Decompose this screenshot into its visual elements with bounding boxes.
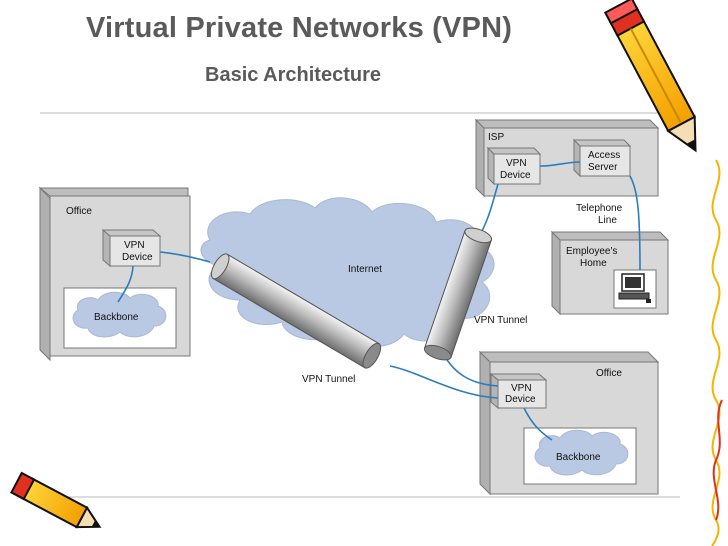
link-tunnel1-to-right-device [389, 365, 499, 399]
vpn-device-left-line2: Device [122, 252, 153, 263]
office-left-label: Office [66, 206, 92, 217]
link-right-device-to-backbone [523, 407, 553, 441]
vpn-device-left: VPN Device [101, 228, 162, 268]
access-server-line2: Server [588, 162, 618, 173]
vpn-tunnel-1-label: VPN Tunnel [302, 374, 355, 385]
vpn-tunnel-2-label: VPN Tunnel [474, 315, 527, 326]
squiggle-decoration-red [712, 399, 723, 521]
office-right-label: Office [596, 368, 622, 379]
employee-home: Employee's Home [550, 230, 670, 316]
vpn-device-right-line2: Device [505, 394, 536, 405]
vpn-tunnel-1 [210, 253, 382, 369]
isp-label: ISP [488, 132, 504, 143]
pencil-bottom-left-icon [10, 471, 102, 529]
backbone-right-label: Backbone [556, 452, 601, 463]
isp-box: ISP VPN Device Access Server [474, 118, 660, 198]
office-right: Office VPN Device Backbone [478, 350, 660, 496]
telephone-line-label-2: Line [598, 215, 617, 226]
backbone-left-label: Backbone [94, 312, 139, 323]
link-isp-device-to-access-server [539, 161, 581, 167]
backbone-left-cloud [72, 291, 167, 338]
access-server-line1: Access [588, 150, 620, 161]
vpn-device-isp: VPN Device [486, 146, 542, 186]
pencil-top-right-icon [603, 0, 697, 153]
home-label-1: Employee's [566, 246, 617, 257]
link-left-device-to-tunnel [159, 251, 211, 263]
squiggle-decoration [711, 159, 721, 546]
vpn-tunnel-2 [423, 227, 493, 361]
office-left: Office VPN Device Backbone [38, 186, 191, 362]
vpn-device-left-line1: VPN [124, 240, 145, 251]
access-server: Access Server [572, 138, 632, 178]
vpn-device-isp-line2: Device [500, 170, 531, 181]
link-left-device-to-backbone [117, 265, 134, 303]
slide-title: Virtual Private Networks (VPN) [86, 12, 513, 44]
telephone-line-label-1: Telephone [576, 203, 623, 214]
backbone-right-cloud [534, 429, 629, 476]
slide-subtitle: Basic Architecture [205, 64, 381, 86]
internet-label: Internet [348, 264, 382, 275]
computer-icon [618, 273, 651, 303]
vpn-device-right-line1: VPN [511, 383, 532, 394]
vpn-device-isp-line1: VPN [506, 158, 527, 169]
link-access-server-to-home [629, 175, 641, 271]
home-label-2: Home [580, 258, 607, 269]
vpn-device-right: VPN Device [489, 372, 548, 410]
